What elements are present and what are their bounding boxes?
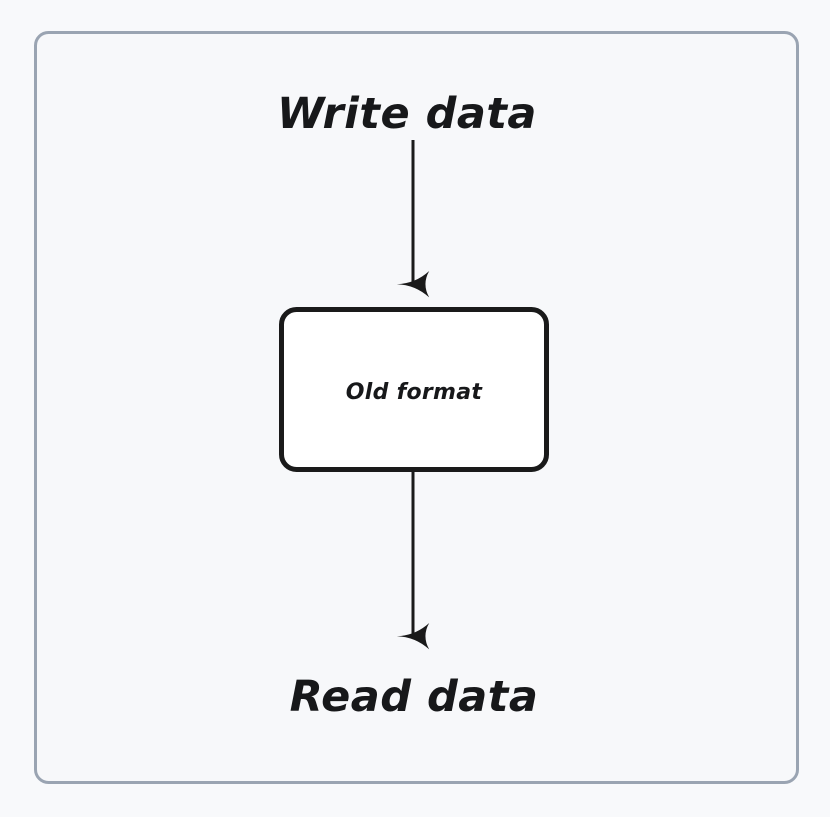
write-data-label: Write data <box>277 89 537 139</box>
read-data-label: Read data <box>290 672 539 722</box>
node-old-format-label: Old format <box>346 380 484 405</box>
node-old-format-box[interactable] <box>279 307 549 472</box>
